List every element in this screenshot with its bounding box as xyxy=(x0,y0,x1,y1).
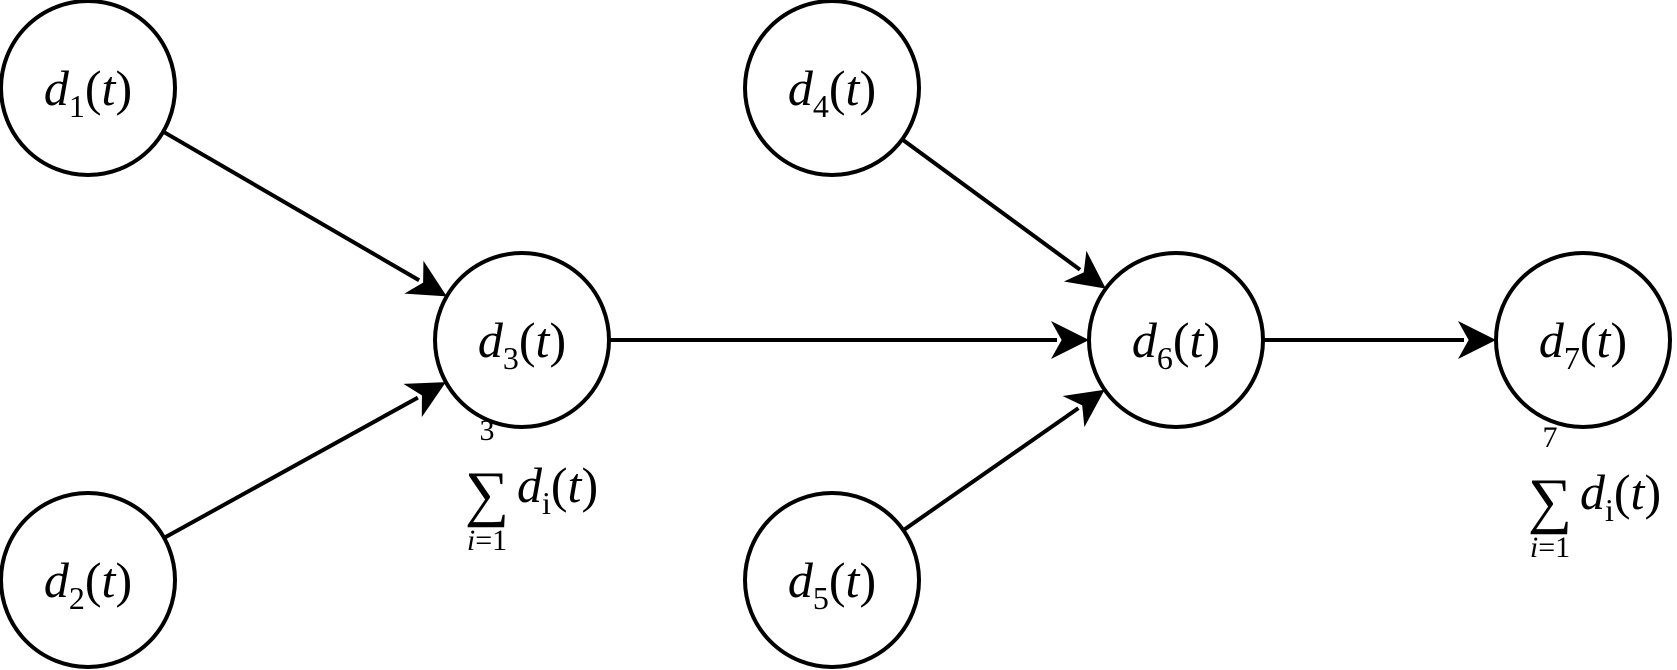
sum-term: di(t) xyxy=(1580,464,1661,528)
edge-d4-d6 xyxy=(901,137,1082,272)
annotations-layer: 3∑i=1di(t)7∑i=1di(t) xyxy=(465,414,1661,564)
sum-lower-limit: i=1 xyxy=(1530,531,1570,564)
node-label-d6: d6(t) xyxy=(1132,312,1220,376)
node-circle-d1 xyxy=(0,0,177,177)
edge-d1-d3 xyxy=(162,129,421,282)
arrowhead-d5-d6 xyxy=(1062,389,1105,428)
edge-d2-d3 xyxy=(163,395,419,540)
node-circle-d2 xyxy=(0,491,177,669)
sum-sigma: ∑ xyxy=(465,460,509,528)
node-label-d2: d2(t) xyxy=(44,552,132,616)
node-d6: d6(t) xyxy=(1087,251,1265,429)
node-label-d3: d3(t) xyxy=(478,312,566,376)
node-d1: d1(t) xyxy=(0,0,177,177)
arrowhead-d4-d6 xyxy=(1063,250,1106,289)
arrowhead-d2-d3 xyxy=(403,382,446,418)
sum-upper-limit: 3 xyxy=(480,414,495,447)
node-circle-d3 xyxy=(433,251,611,429)
sum-lower-limit: i=1 xyxy=(467,524,507,557)
node-circle-d5 xyxy=(743,491,921,669)
arrowhead-d3-d6 xyxy=(1051,321,1089,359)
node-label-d1: d1(t) xyxy=(44,60,132,124)
node-d2: d2(t) xyxy=(0,491,177,669)
edge-d5-d6 xyxy=(902,406,1080,532)
sum-sigma: ∑ xyxy=(1528,467,1572,535)
node-label-d4: d4(t) xyxy=(788,60,876,124)
node-circle-d4 xyxy=(743,0,921,177)
node-d4: d4(t) xyxy=(743,0,921,177)
arrowhead-d1-d3 xyxy=(404,260,447,297)
node-d7: d7(t) xyxy=(1494,251,1672,429)
node-circle-d7 xyxy=(1494,251,1672,429)
sum-term: di(t) xyxy=(517,457,598,521)
node-label-d7: d7(t) xyxy=(1539,312,1627,376)
arrowhead-d6-d7 xyxy=(1458,321,1496,359)
sum-upper-limit: 7 xyxy=(1543,421,1558,454)
sum-annotation-d7: 7 ∑i=1 di(t) xyxy=(1528,421,1661,564)
node-d5: d5(t) xyxy=(743,491,921,669)
edges-layer xyxy=(162,129,1496,540)
node-d3: d3(t) xyxy=(433,251,611,429)
node-label-d5: d5(t) xyxy=(788,552,876,616)
node-circle-d6 xyxy=(1087,251,1265,429)
sum-annotation-d3: 3 ∑i=1 di(t) xyxy=(465,414,598,557)
